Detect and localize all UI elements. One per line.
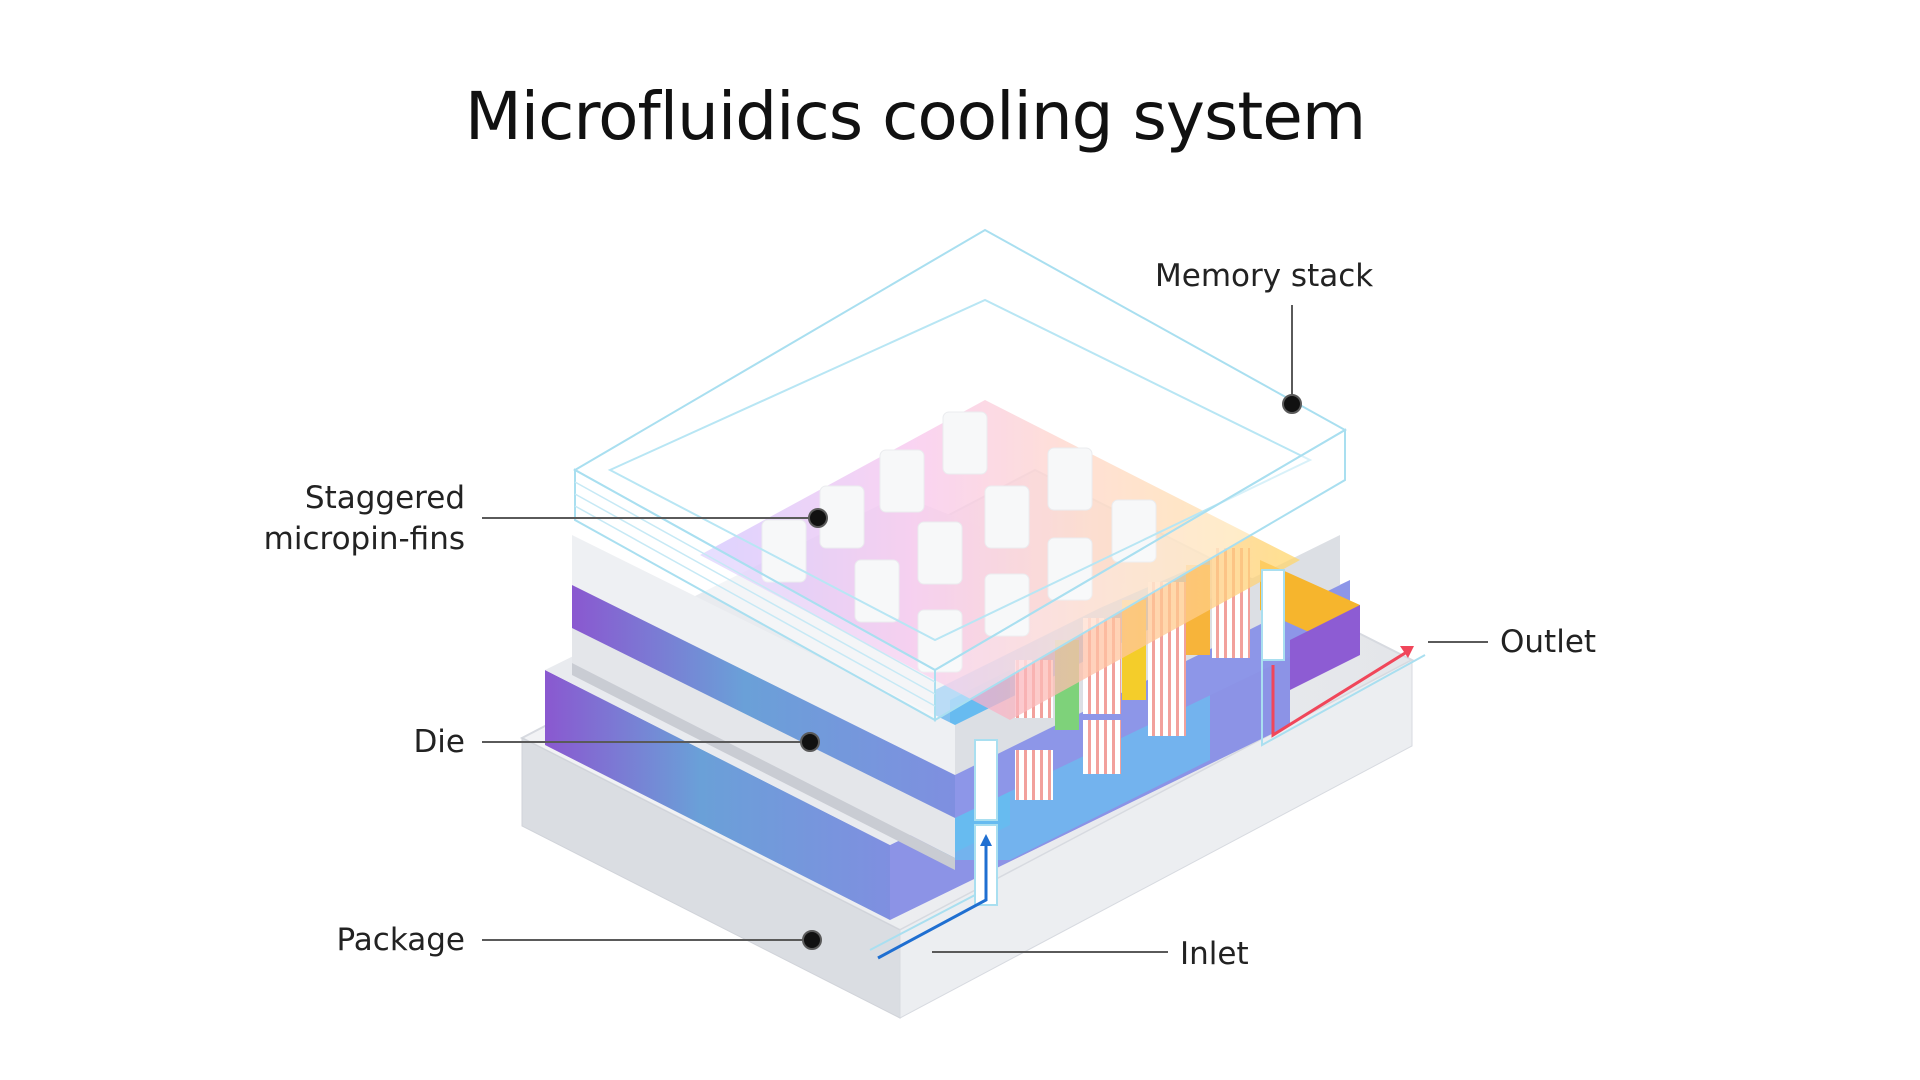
pin xyxy=(917,609,963,673)
die-top-plate-left xyxy=(572,535,955,775)
label-die: Die xyxy=(413,724,465,760)
memory-stack-glass-front-right xyxy=(934,428,1346,722)
label-inlet: Inlet xyxy=(1180,936,1249,972)
label-staggered-line1: Staggered xyxy=(304,480,465,516)
pin xyxy=(1047,447,1093,511)
label-staggered-micropin-fins: Staggered micropin-fins xyxy=(200,478,465,560)
fin-column xyxy=(1148,688,1186,736)
leader-dot-die xyxy=(800,732,820,752)
die-middle-plate-front xyxy=(572,663,955,870)
package-right-face xyxy=(899,659,1413,1019)
die-middle-plate-left xyxy=(572,620,955,858)
leader-dot-package xyxy=(802,930,822,950)
outlet-channel-purple xyxy=(1290,605,1360,690)
layer-line xyxy=(574,493,936,695)
label-memory-stack: Memory stack xyxy=(1155,258,1374,294)
leader-lines xyxy=(482,305,1488,953)
inlet-pipe-outline xyxy=(869,830,976,951)
fin-column xyxy=(1015,750,1053,800)
die-lower-band-left xyxy=(545,670,890,920)
pin xyxy=(984,485,1030,549)
pin xyxy=(854,559,900,623)
outlet-riser xyxy=(1261,569,1285,661)
memory-stack-inner-grid xyxy=(700,400,1300,720)
pin xyxy=(942,411,988,475)
outlet-arrowhead xyxy=(1400,646,1414,658)
diagram-title: Microfluidics cooling system xyxy=(464,78,1366,155)
memory-stack-layers xyxy=(574,481,936,707)
outlet-pipe-outline xyxy=(1261,654,1426,747)
flow-pipes xyxy=(869,569,1426,960)
inlet-arrowhead xyxy=(980,834,992,846)
die-upper-band-left xyxy=(572,580,955,818)
layer-line xyxy=(574,481,936,683)
label-package: Package xyxy=(336,922,466,958)
inlet-flow-arrow xyxy=(877,840,988,960)
memory-stack-glass-inner xyxy=(607,298,1313,642)
inlet-riser xyxy=(974,739,998,821)
pin xyxy=(917,521,963,585)
leader-dot-staggered xyxy=(808,508,828,528)
label-outlet: Outlet xyxy=(1500,624,1597,660)
pin xyxy=(879,449,925,513)
memory-stack xyxy=(572,228,1348,722)
label-staggered-line2: micropin-fins xyxy=(263,521,465,557)
fin-column xyxy=(1083,720,1121,774)
leader-dot-memory-stack xyxy=(1282,394,1302,414)
outlet-flow-arrow xyxy=(1271,648,1411,738)
layer-line xyxy=(574,505,936,707)
